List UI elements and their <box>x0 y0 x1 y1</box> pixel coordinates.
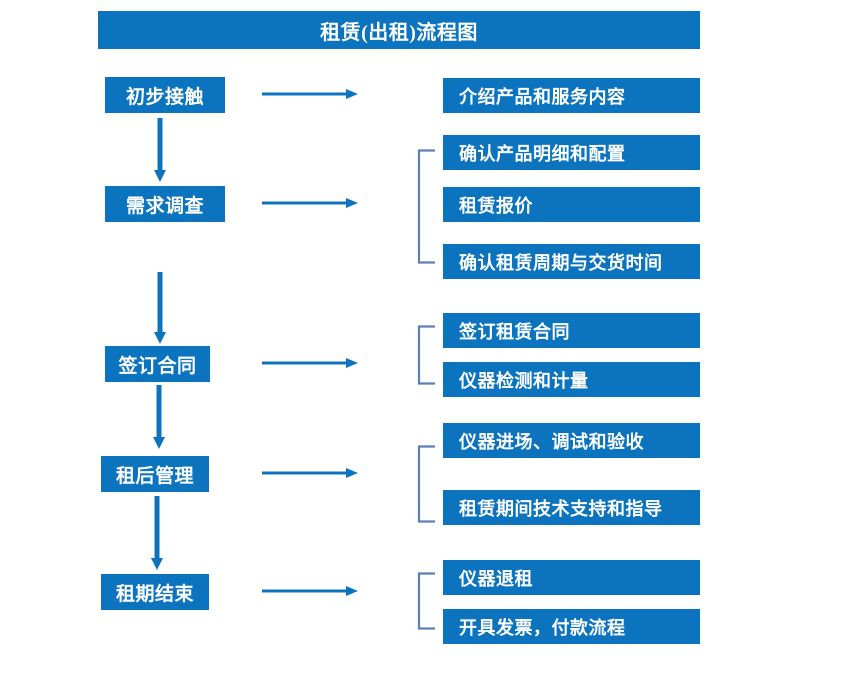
stage-box-3[interactable]: 签订合同 <box>105 346 210 382</box>
bracket-stage-4 <box>417 445 437 523</box>
stage-box-5[interactable]: 租期结束 <box>101 574 209 610</box>
bracket-stage-5 <box>417 572 437 630</box>
arrow-right-3 <box>262 357 358 369</box>
arrow-down-2 <box>153 272 167 344</box>
detail-box-5-1[interactable]: 仪器退租 <box>443 560 700 595</box>
bracket-stage-3 <box>417 325 437 385</box>
detail-box-2-3[interactable]: 确认租赁周期与交货时间 <box>443 244 700 279</box>
arrow-down-3 <box>152 385 166 449</box>
detail-box-2-2[interactable]: 租赁报价 <box>443 187 700 222</box>
stage-box-2[interactable]: 需求调查 <box>105 186 225 222</box>
detail-box-4-2[interactable]: 租赁期间技术支持和指导 <box>443 490 700 525</box>
detail-box-3-2[interactable]: 仪器检测和计量 <box>443 362 700 397</box>
page-title: 租赁(出租)流程图 <box>98 11 700 49</box>
arrow-right-5 <box>262 585 358 597</box>
arrow-right-4 <box>262 467 358 479</box>
arrow-down-1 <box>153 118 167 182</box>
detail-box-1-1[interactable]: 介绍产品和服务内容 <box>443 78 700 113</box>
detail-box-3-1[interactable]: 签订租赁合同 <box>443 313 700 348</box>
detail-box-4-1[interactable]: 仪器进场、调试和验收 <box>443 423 700 458</box>
arrow-right-2 <box>262 197 358 209</box>
detail-box-2-1[interactable]: 确认产品明细和配置 <box>443 135 700 170</box>
stage-box-1[interactable]: 初步接触 <box>105 77 225 113</box>
detail-box-5-2[interactable]: 开具发票，付款流程 <box>443 609 700 644</box>
arrow-down-4 <box>150 496 164 570</box>
stage-box-4[interactable]: 租后管理 <box>101 456 209 492</box>
arrow-right-1 <box>262 88 358 100</box>
bracket-stage-2 <box>417 149 437 264</box>
